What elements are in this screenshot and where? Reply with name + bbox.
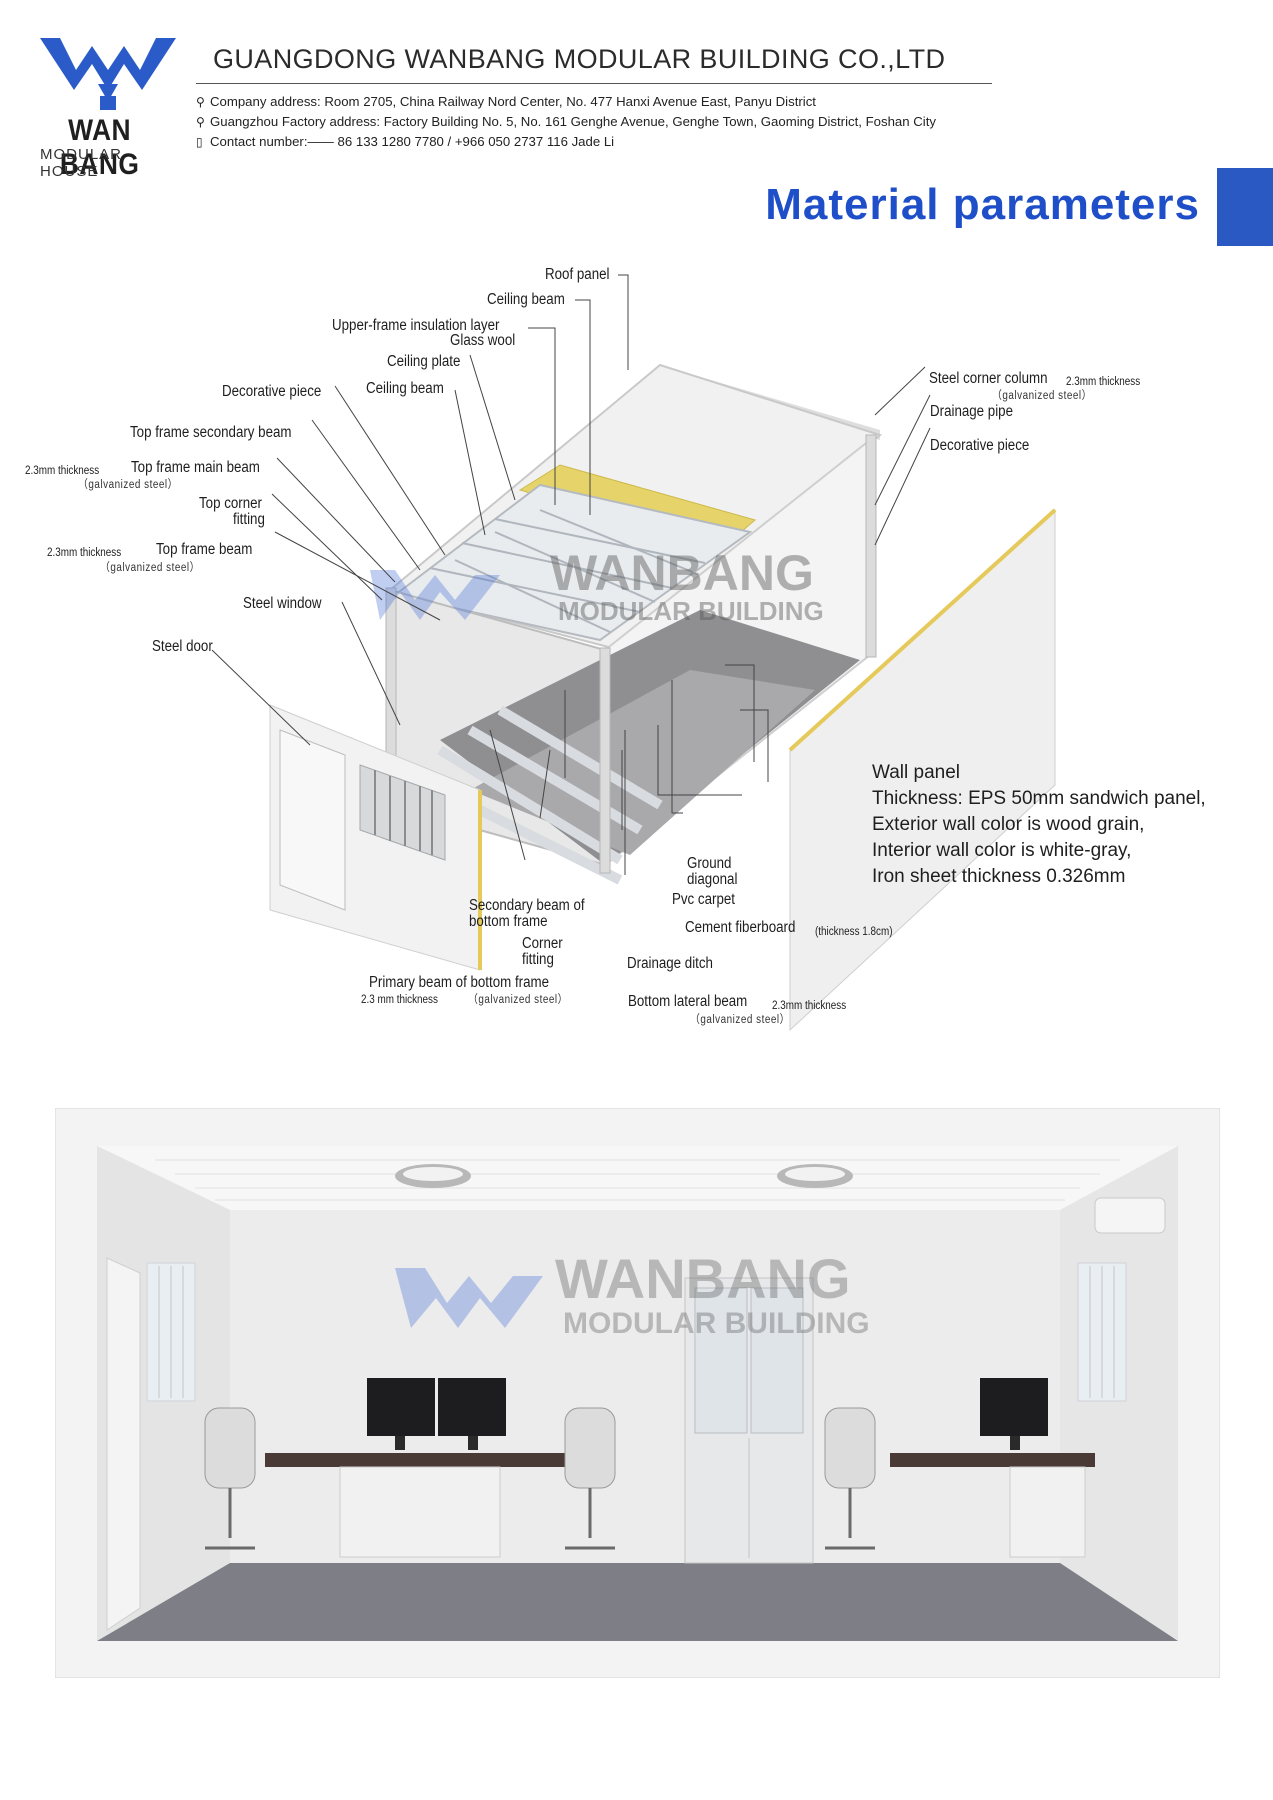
wanbang-w-logo-icon — [40, 38, 176, 110]
label-steel-door: Steel door — [152, 638, 213, 655]
label-drainage-ditch: Drainage ditch — [627, 955, 713, 972]
office-interior-image: WANBANG MODULAR BUILDING — [54, 1107, 1221, 1679]
label-bottom-lateral-beam-material: （galvanized steel） — [690, 1014, 791, 1026]
label-primary-beam-bottom: Primary beam of bottom frame — [369, 974, 550, 991]
label-top-corner-fitting-2: fitting — [233, 511, 265, 528]
phone-icon: ▯ — [196, 135, 203, 149]
wall-panel-thickness: Thickness: EPS 50mm sandwich panel, — [872, 788, 1206, 809]
label-steel-corner-column-thickness: 2.3mm thickness — [1066, 376, 1141, 388]
label-drainage-pipe: Drainage pipe — [930, 403, 1014, 420]
label-upper-insulation: Upper-frame insulation layer — [332, 317, 500, 334]
label-decorative-piece-left: Decorative piece — [222, 383, 322, 400]
phone-line: ▯ Contact number:—— 86 133 1280 7780 / +… — [196, 132, 936, 152]
label-ceiling-beam-top: Ceiling beam — [487, 291, 565, 308]
logo-subtitle: MODULAR HOUSE — [40, 146, 123, 180]
label-corner-fitting-2: fitting — [522, 951, 554, 968]
material-diagram: WANBANG MODULAR BUILDING — [0, 266, 1273, 1050]
wall-panel-exterior: Exterior wall color is wood grain, — [872, 814, 1145, 835]
label-roof-panel: Roof panel — [545, 266, 610, 283]
wall-panel-title: Wall panel — [872, 762, 961, 783]
label-pvc-carpet: Pvc carpet — [672, 891, 735, 908]
factory-line: ⚲ Guangzhou Factory address: Factory Bui… — [196, 112, 936, 132]
label-secondary-beam-bottom-1: Secondary beam of — [469, 897, 585, 914]
label-ceiling-plate: Ceiling plate — [387, 353, 461, 370]
label-steel-corner-column: Steel corner column — [929, 370, 1048, 387]
address-line: ⚲ Company address: Room 2705, China Rail… — [196, 92, 936, 112]
label-top-frame-main-beam: Top frame main beam — [131, 459, 260, 476]
watermark-subtext: MODULAR BUILDING — [558, 596, 824, 626]
label-cement-fiberboard: Cement fiberboard — [685, 919, 796, 936]
office-watermark-logo-icon — [395, 1268, 543, 1328]
label-ground-diagonal-1: Ground — [687, 855, 732, 872]
label-decorative-piece-right: Decorative piece — [930, 437, 1030, 454]
company-name: GUANGDONG WANBANG MODULAR BUILDING CO.,L… — [213, 44, 946, 74]
office-watermark-subtext: MODULAR BUILDING — [563, 1307, 870, 1340]
title-accent-block — [1217, 168, 1273, 246]
contact-text: Contact number:—— 86 133 1280 7780 / +96… — [210, 134, 615, 149]
container-exploded-view: WANBANG MODULAR BUILDING — [211, 274, 1057, 1032]
label-ground-diagonal-2: diagonal — [687, 871, 738, 888]
address-text: Company address: Room 2705, China Railwa… — [210, 94, 816, 109]
label-top-corner-fitting-1: Top corner — [199, 495, 262, 512]
header-divider — [196, 83, 992, 84]
label-secondary-beam-bottom-2: bottom frame — [469, 913, 548, 930]
logo-name: WAN BANG — [59, 114, 140, 181]
label-corner-fitting-1: Corner — [522, 935, 563, 952]
wall-panel-description: Wall panel Thickness: EPS 50mm sandwich … — [872, 760, 1206, 890]
label-steel-corner-column-material: （galvanized steel） — [992, 390, 1093, 402]
wall-panel-interior: Interior wall color is white-gray, — [872, 840, 1132, 861]
label-top-frame-beam: Top frame beam — [156, 541, 253, 558]
watermark-logo-icon — [370, 570, 500, 620]
company-logo: WAN BANG MODULAR HOUSE — [38, 34, 178, 181]
label-top-frame-beam-material: （galvanized steel） — [100, 562, 201, 574]
wall-panel-iron: Iron sheet thickness 0.326mm — [872, 866, 1126, 887]
label-top-frame-main-beam-material: （galvanized steel） — [78, 479, 179, 491]
label-glass-wool: Glass wool — [450, 332, 516, 349]
office-interior-illustration: WANBANG MODULAR BUILDING — [54, 1107, 1221, 1679]
factory-text: Guangzhou Factory address: Factory Build… — [210, 114, 936, 129]
location-pin-icon: ⚲ — [196, 115, 205, 129]
label-bottom-lateral-beam-thickness: 2.3mm thickness — [772, 1000, 847, 1012]
label-steel-window: Steel window — [243, 595, 322, 612]
label-bottom-lateral-beam: Bottom lateral beam — [628, 993, 748, 1010]
location-pin-icon: ⚲ — [196, 95, 205, 109]
office-watermark-text: WANBANG — [555, 1247, 851, 1310]
label-cement-fiberboard-thickness: (thickness 1.8cm) — [815, 926, 893, 938]
label-top-frame-main-beam-thickness: 2.3mm thickness — [25, 465, 100, 477]
label-top-frame-secondary-beam: Top frame secondary beam — [130, 424, 292, 441]
contact-info: ⚲ Company address: Room 2705, China Rail… — [196, 92, 936, 152]
label-top-frame-beam-thickness: 2.3mm thickness — [47, 547, 122, 559]
label-primary-beam-bottom-material: （galvanized steel） — [468, 994, 569, 1006]
section-title: Material parameters — [765, 180, 1200, 229]
label-ceiling-beam: Ceiling beam — [366, 380, 444, 397]
watermark-text: WANBANG — [550, 545, 814, 601]
label-primary-beam-bottom-thickness: 2.3 mm thickness — [361, 994, 438, 1006]
